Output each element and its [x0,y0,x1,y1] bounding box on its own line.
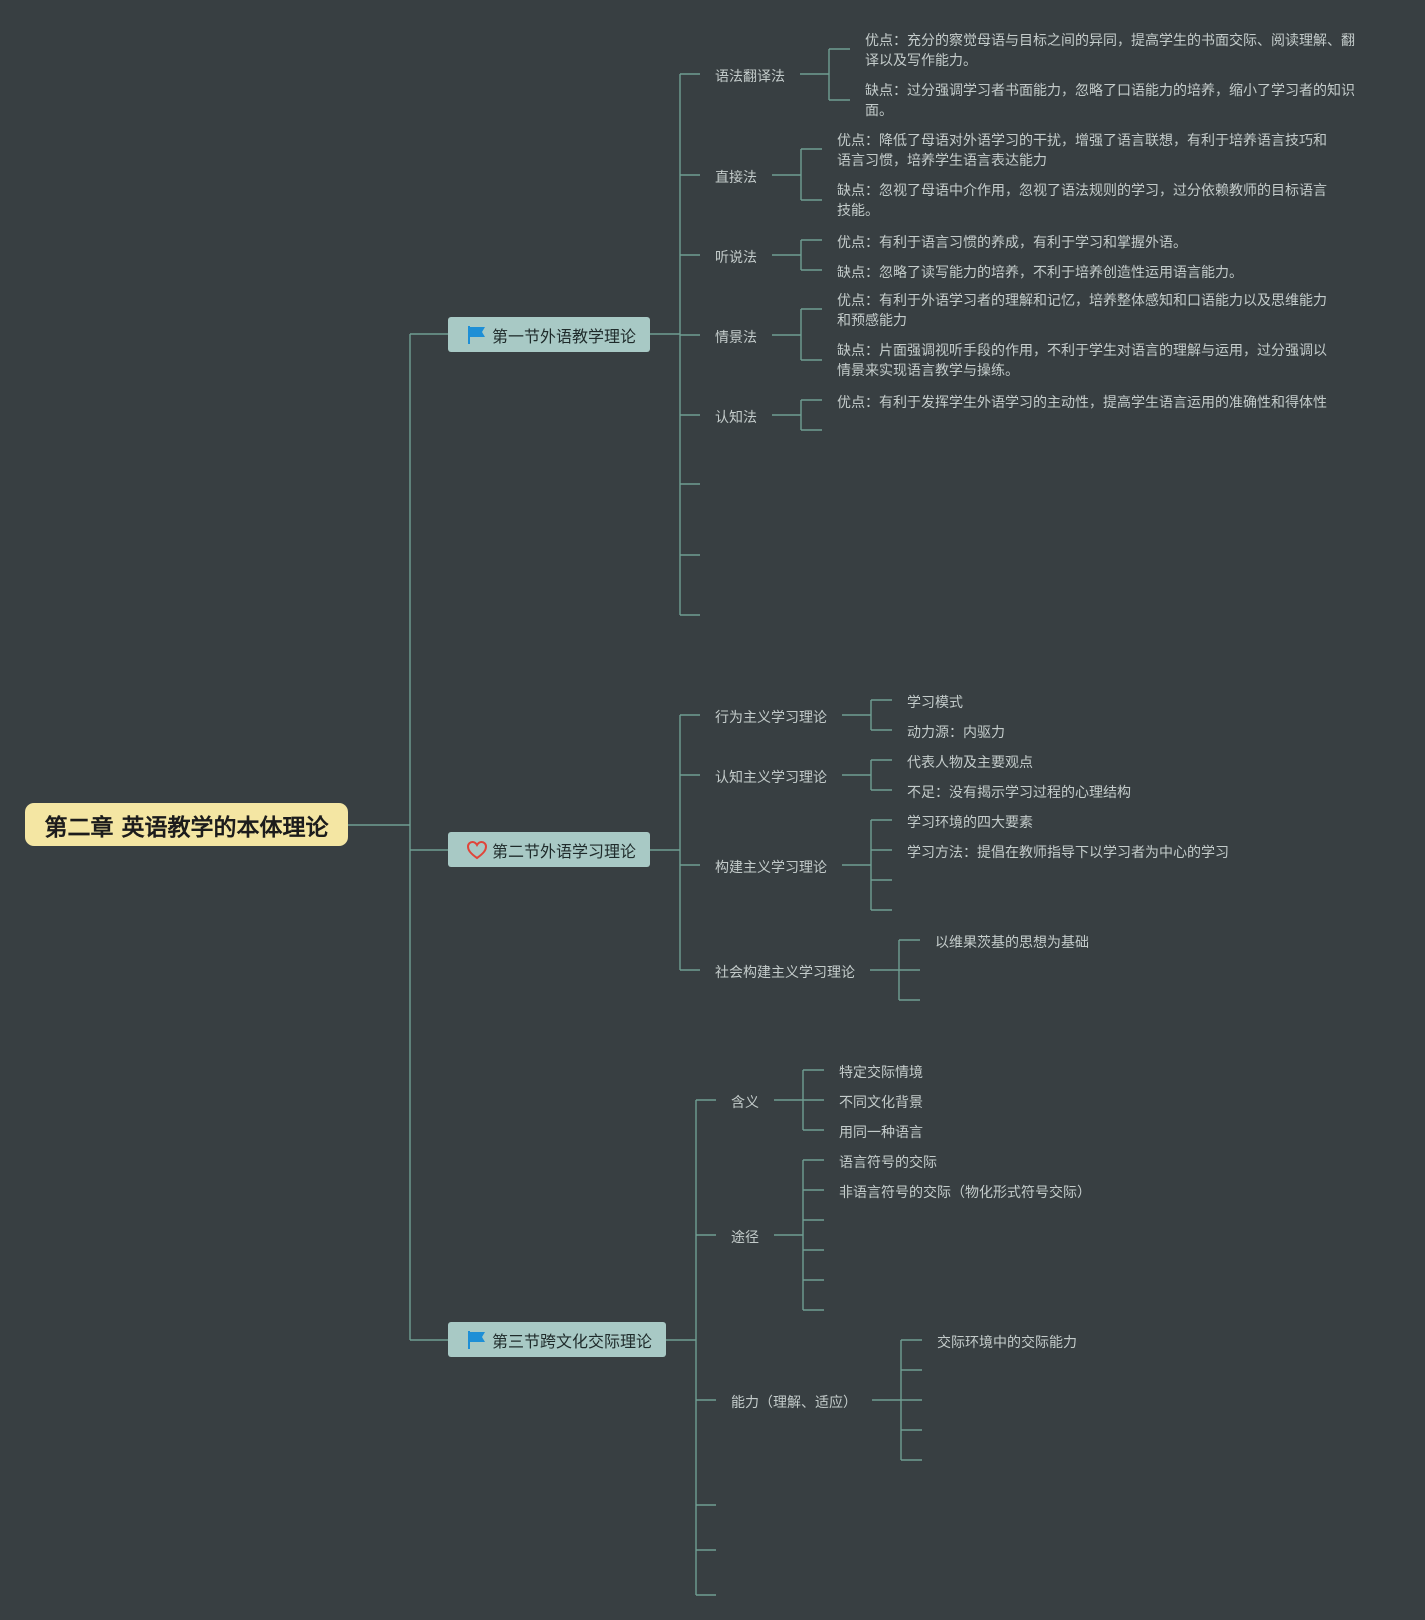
topic-direct-method[interactable]: 直接法 [715,170,757,186]
leaf-learning-method[interactable]: 学习方法：提倡在教师指导下以学习者为中心的学习 [907,845,1229,861]
topic-ability[interactable]: 能力（理解、适应） [731,1395,857,1411]
connector-section-3 [666,1099,716,1596]
leaf-direct-con[interactable]: 缺点：忽视了母语中介作用，忽视了语法规则的学习，过分依赖教师的目标语言技能。 [837,183,1327,219]
connector-grammar [800,48,850,101]
topic-grammar-translation[interactable]: 语法翻译法 [715,69,785,85]
connector-section-1 [650,73,700,616]
connector-section-2 [650,714,700,971]
heart-icon [466,839,488,861]
leaf-communicative-competence[interactable]: 交际环境中的交际能力 [937,1335,1077,1351]
connector-root [348,333,448,1341]
leaf-nonverbal-communication[interactable]: 非语言符号的交际（物化形式符号交际） [839,1185,1091,1201]
leaf-same-language[interactable]: 用同一种语言 [839,1125,923,1141]
topic-social-constructivism[interactable]: 社会构建主义学习理论 [715,965,855,981]
root-topic[interactable]: 第二章 英语教学的本体理论 [25,803,348,846]
leaf-motivation[interactable]: 动力源：内驱力 [907,725,1005,741]
topic-situational[interactable]: 情景法 [715,330,757,346]
connector-cognitive [772,399,822,431]
leaf-verbal-communication[interactable]: 语言符号的交际 [839,1155,937,1171]
leaf-direct-pro[interactable]: 优点：降低了母语对外语学习的干扰，增强了语言联想，有利于培养语言技巧和语言习惯，… [837,133,1327,169]
section-3-label: 第三节跨文化交际理论 [492,1331,653,1351]
connector-direct [772,148,822,201]
section-2-node[interactable]: 第二节外语学习理论 [448,832,650,867]
topic-path[interactable]: 途径 [731,1230,759,1246]
topic-behaviorism[interactable]: 行为主义学习理论 [715,710,827,726]
leaf-specific-context[interactable]: 特定交际情境 [839,1065,923,1081]
leaf-situational-con[interactable]: 缺点：片面强调视听手段的作用，不利于学生对语言的理解与运用，过分强调以情景来实现… [837,343,1327,379]
section-3-node[interactable]: 第三节跨文化交际理论 [448,1322,666,1357]
leaf-audiolingual-pro[interactable]: 优点：有利于语言习惯的养成，有利于学习和掌握外语。 [837,235,1187,251]
connector-cognitivism [842,759,892,791]
leaf-shortcoming[interactable]: 不足：没有揭示学习过程的心理结构 [907,785,1131,801]
connector-path [774,1159,824,1311]
leaf-learning-mode[interactable]: 学习模式 [907,695,963,711]
connector-meaning [774,1069,824,1131]
leaf-representatives[interactable]: 代表人物及主要观点 [907,755,1033,771]
topic-meaning[interactable]: 含义 [731,1095,759,1111]
topic-cognitivism[interactable]: 认知主义学习理论 [715,770,827,786]
topic-constructivism[interactable]: 构建主义学习理论 [715,860,827,876]
leaf-different-culture[interactable]: 不同文化背景 [839,1095,923,1111]
leaf-situational-pro[interactable]: 优点：有利于外语学习者的理解和记忆，培养整体感知和口语能力以及思维能力和预感能力 [837,293,1327,329]
leaf-cognitive-pro[interactable]: 优点：有利于发挥学生外语学习的主动性，提高学生语言运用的准确性和得体性 [837,395,1327,411]
connector-social-constructivism [870,939,920,1001]
section-1-node[interactable]: 第一节外语教学理论 [448,317,650,352]
flag-icon [466,324,488,346]
connector-ability [872,1339,922,1461]
section-2-label: 第二节外语学习理论 [492,841,637,861]
connector-situational [772,308,822,361]
connector-behaviorism [842,699,892,731]
section-1-label: 第一节外语教学理论 [492,326,637,346]
leaf-grammar-con[interactable]: 缺点：过分强调学习者书面能力，忽略了口语能力的培养，缩小了学习者的知识面。 [865,83,1355,119]
leaf-audiolingual-con[interactable]: 缺点：忽略了读写能力的培养，不利于培养创造性运用语言能力。 [837,265,1243,281]
connector-audiolingual [772,239,822,271]
topic-audiolingual[interactable]: 听说法 [715,250,757,266]
flag-icon [466,1329,488,1351]
topic-cognitive[interactable]: 认知法 [715,410,757,426]
connector-constructivism [842,819,892,911]
leaf-vygotsky[interactable]: 以维果茨基的思想为基础 [935,935,1089,951]
leaf-grammar-pro[interactable]: 优点：充分的察觉母语与目标之间的异同，提高学生的书面交际、阅读理解、翻译以及写作… [865,33,1355,69]
leaf-environment-elements[interactable]: 学习环境的四大要素 [907,815,1033,831]
